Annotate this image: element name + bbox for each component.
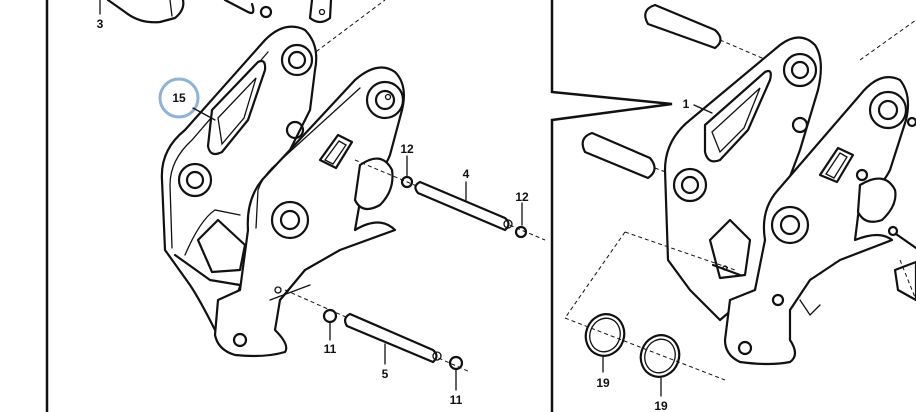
part-4-pin — [354, 159, 546, 241]
part-5-pin — [284, 289, 471, 373]
leader-15 — [192, 107, 216, 121]
leader-1 — [693, 104, 713, 114]
callout-15[interactable]: 15 — [158, 77, 200, 119]
label-11a[interactable]: 11 — [324, 342, 337, 356]
label-12a[interactable]: 12 — [400, 142, 414, 156]
coupler-front-plate — [213, 66, 405, 358]
right-rear-plate — [663, 36, 822, 322]
left-coupler-assembly: 15 3 12 4 12 11 5 11 — [97, 0, 546, 407]
right-front-plate — [723, 76, 910, 366]
part-3-bushing — [106, 0, 185, 24]
right-frame-border — [550, 0, 673, 412]
part-19-oring-a — [584, 313, 626, 357]
seal-box-top — [624, 231, 736, 271]
label-1[interactable]: 1 — [683, 97, 690, 111]
label-19a[interactable]: 19 — [596, 376, 610, 390]
part-top-pin — [223, 0, 333, 24]
part-19-oring-b — [639, 334, 681, 378]
dashed-guide-top-left — [304, 0, 386, 61]
label-5[interactable]: 5 — [382, 367, 389, 381]
highlight-ring — [158, 77, 200, 119]
coupler-rear-plate — [160, 25, 318, 332]
label-11b[interactable]: 11 — [450, 393, 463, 407]
label-12b[interactable]: 12 — [515, 190, 529, 204]
seal-box-left — [564, 231, 626, 319]
label-3[interactable]: 3 — [97, 17, 104, 31]
right-coupler-assembly: 19 19 1 — [564, 3, 916, 412]
label-4[interactable]: 4 — [463, 167, 470, 181]
label-19b[interactable]: 19 — [654, 399, 668, 412]
label-15: 15 — [172, 91, 186, 105]
right-side-fittings — [859, 19, 916, 302]
